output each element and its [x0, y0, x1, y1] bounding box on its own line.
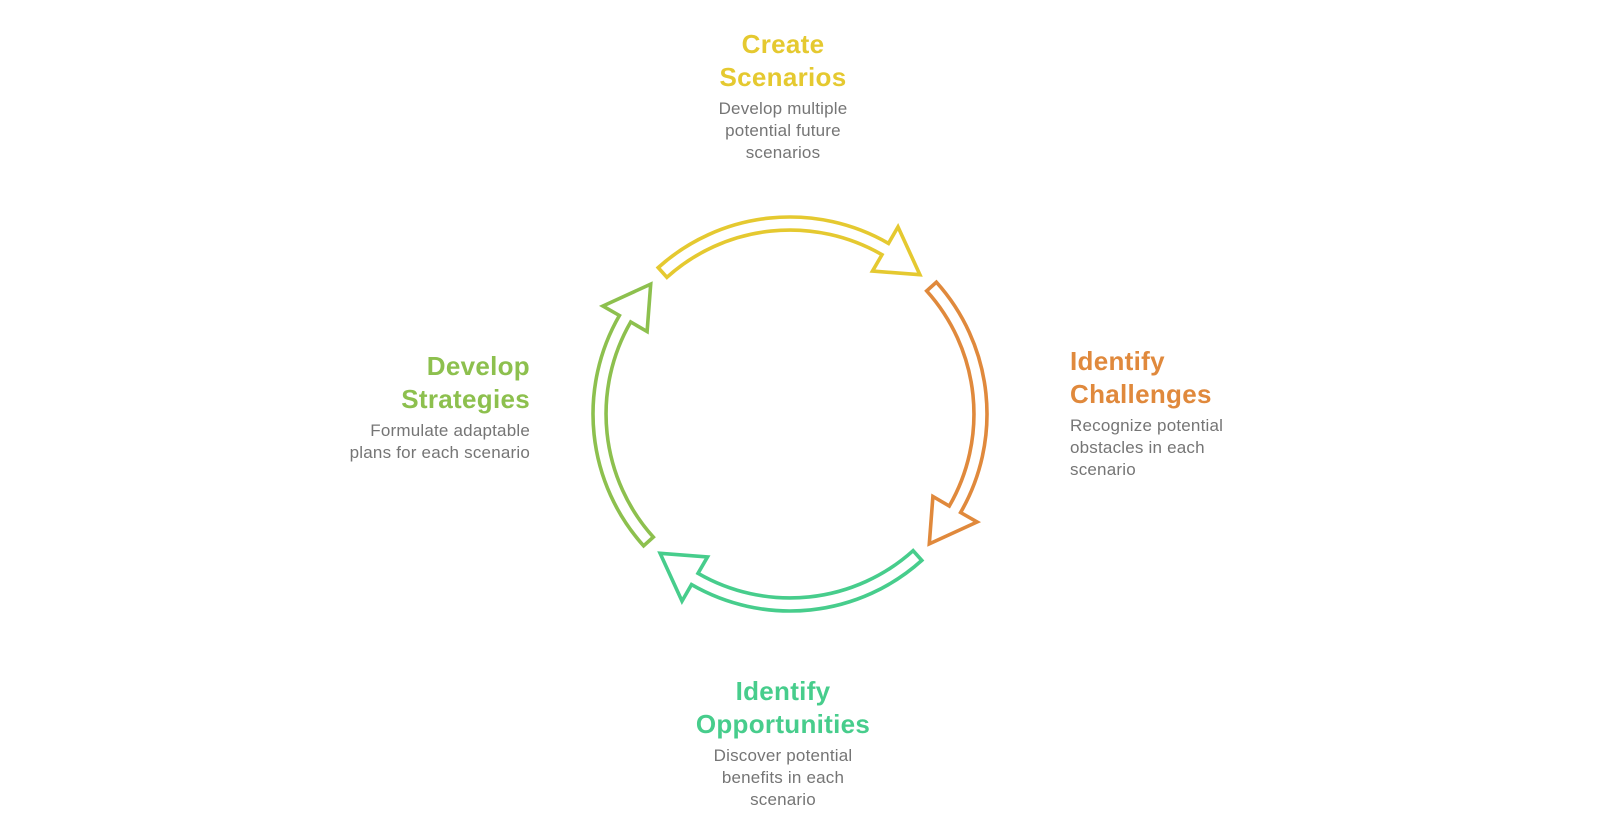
- step-title-line: Develop: [426, 351, 530, 381]
- step-description: Formulate adaptable plans for each scena…: [230, 420, 530, 464]
- step-title: Develop Strategies: [230, 350, 530, 416]
- step-title-line: Identify: [1070, 346, 1165, 376]
- step-title-line: Opportunities: [695, 709, 871, 739]
- step-description: Discover potential benefits in each scen…: [633, 745, 933, 811]
- step-title: Identify Challenges: [1070, 345, 1350, 411]
- step-description-line: scenarios: [745, 143, 821, 162]
- step-description-line: Formulate adaptable: [370, 421, 530, 440]
- step-description: Recognize potential obstacles in each sc…: [1070, 415, 1350, 481]
- cycle-arrow-develop-strategies: [591, 281, 656, 549]
- step-description-line: Recognize potential: [1070, 416, 1224, 435]
- step-description-line: benefits in each: [721, 768, 845, 787]
- step-title-line: Identify: [735, 676, 831, 706]
- step-description-line: scenario: [1070, 460, 1136, 479]
- step-description-line: Develop multiple: [718, 99, 848, 118]
- cycle-arrow-identify-challenges: [924, 279, 989, 547]
- step-description-line: potential future: [725, 121, 841, 140]
- step-title-line: Scenarios: [719, 62, 847, 92]
- step-title: Create Scenarios: [633, 28, 933, 94]
- step-create-scenarios: Create Scenarios Develop multiple potent…: [633, 28, 933, 164]
- step-title: Identify Opportunities: [633, 675, 933, 741]
- step-title-line: Strategies: [401, 384, 530, 414]
- cycle-arrow-create-scenarios: [655, 215, 923, 280]
- step-develop-strategies: Develop Strategies Formulate adaptable p…: [230, 350, 530, 464]
- step-description-line: Discover potential: [713, 746, 853, 765]
- step-title-line: Challenges: [1070, 379, 1212, 409]
- step-description-line: obstacles in each: [1070, 438, 1205, 457]
- cycle-arrow-identify-opportunities: [657, 548, 925, 613]
- step-description-line: scenario: [750, 790, 816, 809]
- step-title-line: Create: [741, 29, 825, 59]
- step-identify-opportunities: Identify Opportunities Discover potentia…: [633, 675, 933, 811]
- step-description: Develop multiple potential future scenar…: [633, 98, 933, 164]
- step-identify-challenges: Identify Challenges Recognize potential …: [1070, 345, 1350, 481]
- step-description-line: plans for each scenario: [349, 443, 530, 462]
